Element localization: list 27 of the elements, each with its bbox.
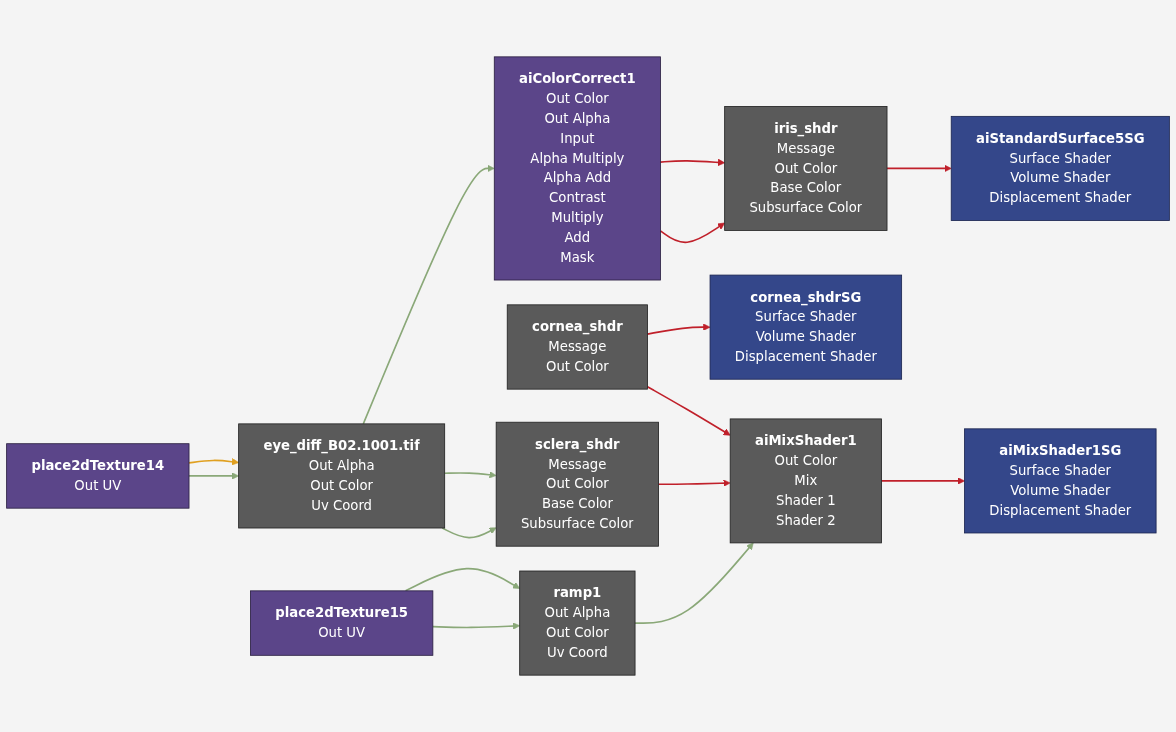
arrow: [362, 164, 495, 425]
arrow: [188, 472, 239, 480]
node-box: aiStandardSurface5SG Surface Shader Volume Shader Displacement Shader: [950, 115, 1170, 221]
arrow: [404, 567, 520, 592]
arrow: [441, 527, 497, 539]
node-box: sclera_shdr Message Out Color Base Color Subsurface Color: [495, 421, 659, 547]
node-box: place2dTexture15 Out UV: [250, 590, 434, 656]
node-box: place2dTexture14 Out UV: [6, 443, 190, 509]
node-box: aiMixShader1 Out Color Mix Shader 1 Shader 2: [729, 418, 882, 544]
node-box: iris_shdr Message Out Color Base Color Subsurface Color: [724, 106, 888, 231]
arrow: [657, 479, 731, 487]
arrow: [659, 222, 725, 244]
node-box: cornea_shdr Message Out Color: [506, 304, 648, 390]
arrow: [188, 458, 239, 466]
node-box: cornea_shdrSG Surface Shader Volume Shader Displacement Shader: [709, 274, 903, 380]
arrow: [646, 385, 731, 436]
arrow: [886, 164, 952, 173]
arrow: [432, 622, 520, 630]
arrow: [659, 158, 725, 167]
node-box: aiColorCorrect1 Out Color Out Alpha Input Alpha Multiply Alpha Add Contrast Multiply Add Mask: [493, 56, 661, 281]
arrow: [880, 477, 965, 485]
node-box: aiMixShader1SG Surface Shader Volume Shader Displacement Shader: [964, 428, 1157, 534]
arrow: [634, 542, 754, 624]
node-box: eye_diff_B02.1001.tif Out Alpha Out Color Uv Coord: [238, 423, 446, 529]
arrow: [646, 323, 711, 335]
arrow: [443, 471, 497, 479]
node-box: ramp1 Out Alpha Out Color Uv Coord: [519, 570, 636, 676]
